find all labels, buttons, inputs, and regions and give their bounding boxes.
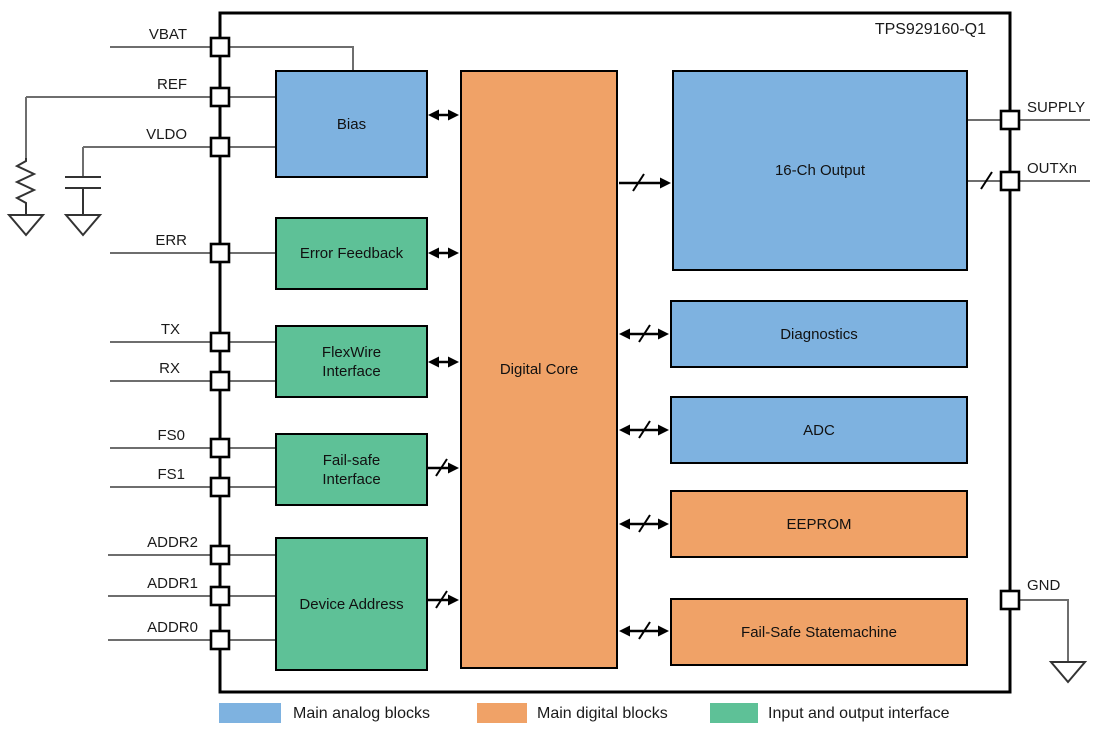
block-flexwire-interface-label: FlexWire Interface	[321, 343, 382, 380]
pin-label-rx: RX	[159, 360, 180, 377]
wire-vbat	[110, 46, 354, 70]
pin-vldo	[209, 136, 231, 158]
pin-label-vbat: VBAT	[148, 26, 187, 43]
pin-addr0	[209, 629, 231, 651]
pin-squares	[209, 36, 1021, 651]
pin-fs0	[209, 437, 231, 459]
block-bias: Bias	[275, 70, 428, 178]
pin-label-supply: SUPPLY	[1027, 99, 1086, 116]
resistor-icon	[14, 158, 37, 215]
block-failsafe-interface-label: Fail-safe Interface	[322, 451, 381, 488]
block-eeprom-label: EEPROM	[786, 515, 852, 533]
ground-icon	[63, 214, 103, 237]
wire-gnd	[1010, 599, 1069, 662]
ground-icon	[1048, 661, 1088, 684]
pin-label-fs0: FS0	[157, 427, 185, 444]
pin-label-ref: REF	[157, 76, 187, 93]
block-failsafe-interface: Fail-safe Interface	[275, 433, 428, 506]
legend-label-digital: Main digital blocks	[537, 705, 668, 722]
pin-label-vldo: VLDO	[146, 126, 187, 143]
legend-label-io: Input and output interface	[768, 705, 950, 722]
arrow-core-eeprom	[619, 514, 669, 533]
pin-tx	[209, 331, 231, 353]
block-device-address-label: Device Address	[299, 595, 404, 613]
outxn-bus-slash	[980, 171, 993, 190]
pin-outxn	[999, 170, 1021, 192]
arrow-flexwire-core	[428, 356, 459, 368]
block-diagnostics: Diagnostics	[670, 300, 968, 368]
pin-label-addr1: ADDR1	[147, 575, 198, 592]
arrow-bias-core	[428, 109, 459, 121]
legend-swatch-analog	[219, 703, 281, 723]
pin-fs1	[209, 476, 231, 498]
arrow-errorfeedback-core	[428, 247, 459, 259]
block-flexwire-interface: FlexWire Interface	[275, 325, 428, 398]
pin-addr2	[209, 544, 231, 566]
block-adc: ADC	[670, 396, 968, 464]
pin-label-gnd: GND	[1027, 577, 1061, 594]
arrow-core-output	[619, 173, 671, 192]
data-arrows	[428, 109, 993, 640]
external-passives	[6, 158, 1088, 684]
block-digital-core-label: Digital Core	[499, 361, 579, 378]
pin-gnd	[999, 589, 1021, 611]
pin-addr1	[209, 585, 231, 607]
block-16ch-output: 16-Ch Output	[672, 70, 968, 271]
legend-label-analog: Main analog blocks	[293, 705, 430, 722]
pin-label-tx: TX	[160, 321, 180, 338]
arrow-core-diagnostics	[619, 324, 669, 343]
chip-title: TPS929160-Q1	[874, 21, 986, 38]
block-16ch-output-label: 16-Ch Output	[774, 162, 866, 179]
legend-swatch-digital	[477, 703, 527, 723]
block-error-feedback-label: Error Feedback	[299, 245, 404, 262]
pin-err	[209, 242, 231, 264]
arrow-core-adc	[619, 420, 669, 439]
ground-icon	[6, 214, 46, 237]
pin-supply	[999, 109, 1021, 131]
arrow-deviceaddress-core	[428, 590, 459, 609]
block-failsafe-statemachine-label: Fail-Safe Statemachine	[741, 623, 897, 641]
legend-swatch-io	[710, 703, 758, 723]
pin-label-addr0: ADDR0	[147, 619, 198, 636]
pin-label-addr2: ADDR2	[147, 534, 198, 551]
pin-label-err: ERR	[155, 232, 187, 249]
pin-label-fs1: FS1	[157, 466, 185, 483]
capacitor-icon	[65, 176, 101, 215]
block-diagnostics-label: Diagnostics	[780, 325, 858, 343]
block-device-address: Device Address	[275, 537, 428, 671]
block-digital-core: Digital Core	[460, 70, 618, 669]
block-failsafe-statemachine: Fail-Safe Statemachine	[670, 598, 968, 666]
arrow-failsafeif-core	[428, 458, 459, 477]
block-bias-label: Bias	[336, 115, 367, 133]
signal-wires	[25, 46, 1090, 662]
block-error-feedback: Error Feedback	[275, 217, 428, 290]
block-adc-label: ADC	[803, 421, 835, 439]
pin-vbat	[209, 36, 231, 58]
pin-rx	[209, 370, 231, 392]
pin-label-outxn: OUTXn	[1027, 160, 1078, 177]
pin-ref	[209, 86, 231, 108]
arrow-core-failsafesm	[619, 621, 669, 640]
block-eeprom: EEPROM	[670, 490, 968, 558]
